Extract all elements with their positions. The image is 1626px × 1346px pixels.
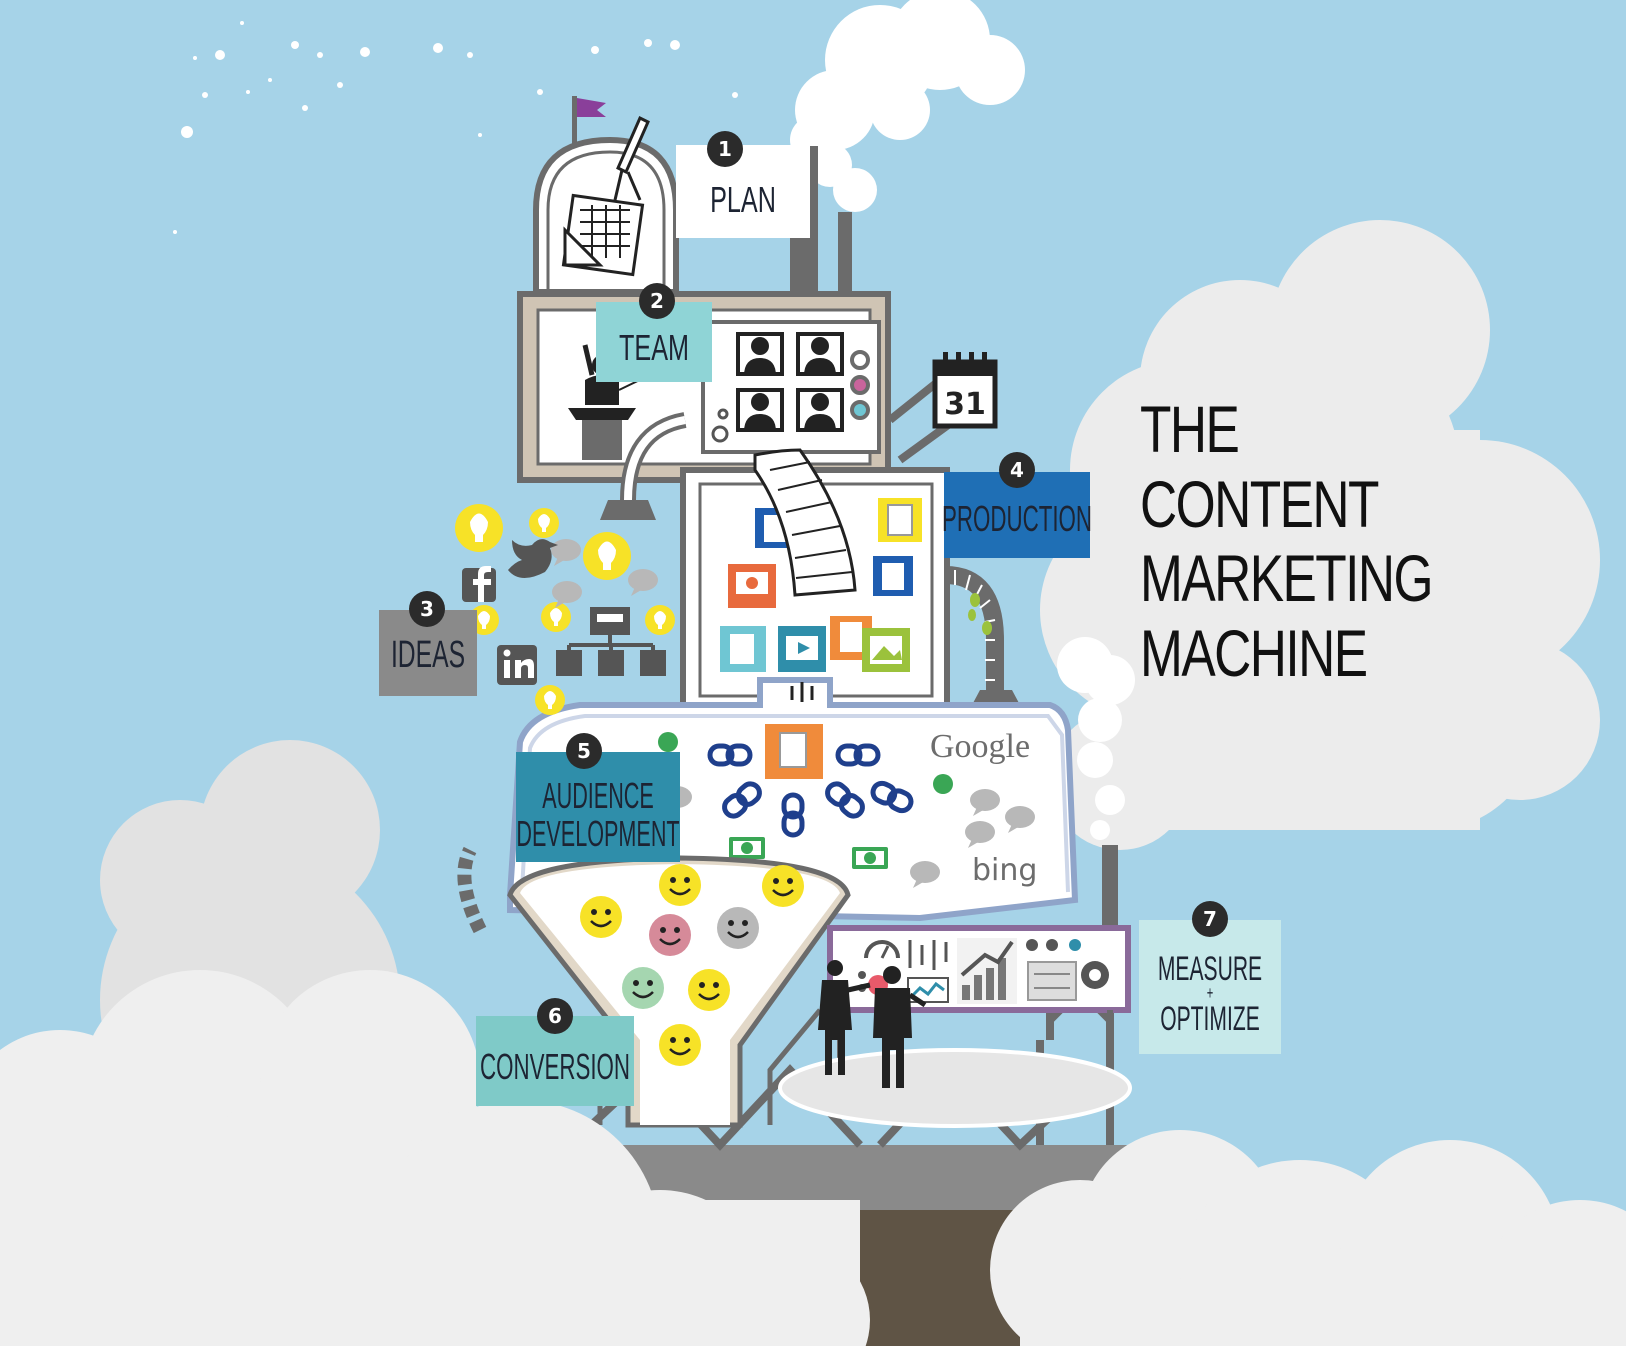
businessman-icon <box>818 960 927 1088</box>
title-line-3: MARKETING <box>1140 541 1434 616</box>
plan-dome <box>533 96 810 295</box>
calendar-day: 31 <box>944 387 986 422</box>
bing-logo: bing <box>972 853 1038 888</box>
step-6-label: CONVERSION <box>479 1046 631 1088</box>
blueprint-icon <box>561 115 650 277</box>
page-title: THE CONTENT MARKETING MACHINE <box>1140 392 1434 690</box>
step-3-badge: 3 <box>409 591 445 627</box>
stars <box>173 21 738 234</box>
step-4-label: PRODUCTION <box>941 498 1093 540</box>
image-icon <box>830 616 910 672</box>
title-line-4: MACHINE <box>1140 615 1368 690</box>
gear-icon <box>1026 939 1109 1001</box>
video-icon <box>778 626 826 672</box>
title-line-2: CONTENT <box>1140 466 1379 541</box>
step-2-badge: 2 <box>639 283 675 319</box>
step-7-label-line2: OPTIMIZE <box>1160 999 1260 1038</box>
step-3-label: IDEAS <box>390 634 466 677</box>
lightbulb-icon <box>455 504 675 715</box>
ideas-cluster <box>455 504 675 715</box>
step-6-badge: 6 <box>537 998 573 1034</box>
bar-chart-icon <box>907 938 1017 1004</box>
step-5-box <box>516 752 680 862</box>
title-line-1: THE <box>1140 392 1240 466</box>
facebook-icon <box>462 566 496 602</box>
step-1-label: PLAN <box>710 179 776 221</box>
measure-billboard <box>827 925 1131 1060</box>
step-1-badge: 1 <box>707 131 743 167</box>
presentation-icon <box>728 564 776 608</box>
dollar-icon <box>658 732 953 869</box>
step-7-badge: 7 <box>1192 901 1228 937</box>
production-machine <box>600 412 1020 711</box>
step-5-label-line2: DEVELOPMENT <box>516 813 680 854</box>
step-7-box <box>1139 920 1281 1054</box>
cloud-right <box>1040 220 1600 850</box>
google-logo: Google <box>930 728 1031 765</box>
team-frame <box>517 291 891 483</box>
step-7-label-line1: MEASURE <box>1157 950 1263 989</box>
book-icon <box>720 498 922 672</box>
org-chart-icon <box>556 607 666 676</box>
step-5-label: AUDIENCE DEVELOPMENT <box>516 772 679 858</box>
linkedin-icon <box>497 645 537 685</box>
step-5-badge: 5 <box>566 733 602 769</box>
step-5-label-line1: AUDIENCE <box>542 775 654 817</box>
step-7-label-plus: + <box>1206 983 1214 1004</box>
avatar-icon <box>736 332 844 432</box>
gear-icon <box>711 408 729 443</box>
twitter-icon <box>508 539 558 579</box>
step-2-label: TEAM <box>618 327 689 369</box>
smoke <box>790 0 1135 840</box>
step-7-label: MEASURE + OPTIMIZE <box>1154 944 1267 1044</box>
step-4-badge: 4 <box>999 452 1035 488</box>
calendar-icon: 31 <box>887 352 998 464</box>
cloud-foreground <box>0 970 1626 1346</box>
stage-disc <box>778 1048 1132 1128</box>
